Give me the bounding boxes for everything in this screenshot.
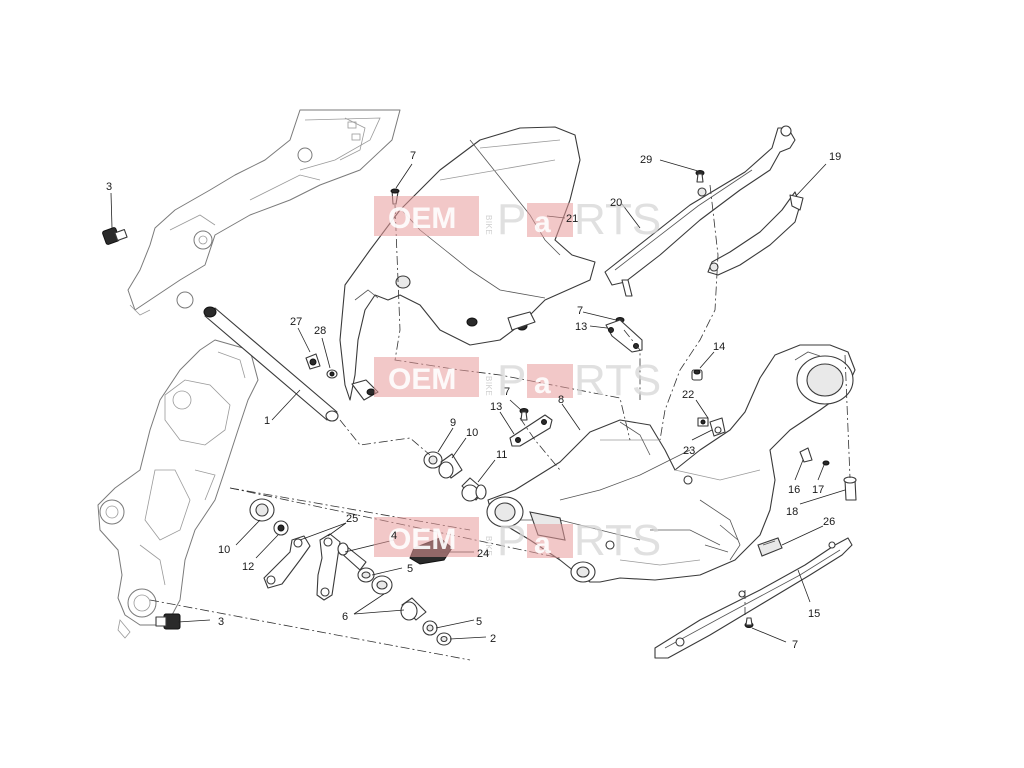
- callout-labels: 3 1 7 21 29 19 20 7 13 27 28 7 13 8 9 10…: [106, 150, 841, 651]
- svg-text:P: P: [497, 356, 526, 405]
- screw-16: [799, 447, 813, 463]
- svg-text:RTS: RTS: [574, 195, 661, 244]
- callout-13: 13: [575, 321, 587, 333]
- callout-25: 25: [346, 513, 358, 525]
- bushing-6-upper: [371, 575, 393, 595]
- callout-18: 18: [786, 506, 798, 518]
- callout-8: 8: [558, 394, 564, 406]
- bushing-10-lower: [249, 498, 275, 522]
- callout-16: 16: [788, 484, 800, 496]
- callout-29: 29: [640, 154, 652, 166]
- callout-20: 20: [610, 197, 622, 209]
- callout-23: 23: [683, 445, 695, 457]
- frame-lower-part: [97, 339, 259, 639]
- watermark-2: OEM BIKE P a RTS: [374, 356, 661, 405]
- callout-10: 10: [466, 427, 478, 439]
- sticker-26: [757, 537, 783, 557]
- svg-text:RTS: RTS: [574, 516, 661, 565]
- svg-text:BIKE: BIKE: [484, 536, 493, 556]
- pivot-shaft: [203, 306, 339, 422]
- bolt-18: [843, 476, 857, 501]
- callout-17: 17: [812, 484, 824, 496]
- callout-27: 27: [290, 316, 302, 328]
- chain-slider: [654, 537, 853, 659]
- bushing-10-upper: [438, 453, 463, 479]
- callout-4: 4: [391, 530, 397, 542]
- svg-text:BIKE: BIKE: [484, 215, 493, 235]
- callout-5: 5: [476, 616, 482, 628]
- callout-14: 14: [713, 341, 725, 353]
- bearing-9: [423, 451, 443, 469]
- svg-text:a: a: [534, 206, 551, 239]
- ring-5-upper: [357, 567, 375, 583]
- callout-2: 2: [490, 633, 496, 645]
- washer-2: [436, 632, 452, 646]
- bracket-13-lower: [509, 414, 553, 447]
- callout-28: 28: [314, 325, 326, 337]
- callout-7: 7: [504, 386, 510, 398]
- svg-text:OEM: OEM: [388, 523, 456, 556]
- screw-29: [695, 170, 705, 183]
- fitting-14: [691, 369, 703, 381]
- sleeve-11: [461, 477, 487, 502]
- fender-spacer: [351, 379, 379, 401]
- svg-text:BIKE: BIKE: [484, 376, 493, 396]
- svg-text:P: P: [497, 516, 526, 565]
- callout-3: 3: [218, 616, 224, 628]
- bracket-13-upper: [605, 319, 643, 353]
- callout-22: 22: [682, 389, 694, 401]
- svg-text:RTS: RTS: [574, 356, 661, 405]
- fitting-23: [697, 417, 709, 427]
- washer-28: [326, 369, 338, 379]
- chain-guard-bracket: [707, 191, 804, 276]
- callout-6: 6: [342, 611, 348, 623]
- svg-text:P: P: [497, 195, 526, 244]
- svg-text:OEM: OEM: [388, 202, 456, 235]
- callout-26: 26: [823, 516, 835, 528]
- bolt-upper: [102, 227, 128, 245]
- chain-guard-upper: [604, 125, 796, 297]
- callout-7: 7: [410, 150, 416, 162]
- watermark-1: OEM BIKE P a RTS: [374, 195, 661, 244]
- callout-12: 12: [242, 561, 254, 573]
- callout-1: 1: [264, 415, 270, 427]
- ring-5-lower: [422, 620, 438, 636]
- ring-12: [273, 520, 289, 536]
- svg-text:a: a: [534, 367, 551, 400]
- callout-10: 10: [218, 544, 230, 556]
- callout-24: 24: [477, 548, 489, 560]
- callout-7: 7: [792, 639, 798, 651]
- svg-text:a: a: [534, 527, 551, 560]
- watermark-3: OEM BIKE P a RTS: [374, 516, 661, 565]
- bolt-27: [305, 353, 321, 370]
- screw-17: [822, 460, 830, 466]
- bushing-6-lower: [400, 597, 427, 621]
- callout-5: 5: [407, 563, 413, 575]
- screw-7-bottom: [744, 617, 754, 628]
- callout-3: 3: [106, 181, 112, 193]
- frame-upper-part: [127, 109, 401, 316]
- callout-9: 9: [450, 417, 456, 429]
- callout-13: 13: [490, 401, 502, 413]
- callout-11: 11: [496, 449, 507, 461]
- pin-4: [337, 542, 367, 571]
- fitting-22: [709, 417, 726, 437]
- callout-21: 21: [566, 213, 578, 225]
- callout-7: 7: [577, 305, 583, 317]
- callout-15: 15: [808, 608, 820, 620]
- link-25-left: [263, 535, 311, 589]
- rear-fender: [339, 126, 596, 401]
- callout-19: 19: [829, 151, 841, 163]
- screw-7-center: [519, 408, 529, 421]
- svg-text:OEM: OEM: [388, 363, 456, 396]
- link-25-right: [316, 533, 341, 601]
